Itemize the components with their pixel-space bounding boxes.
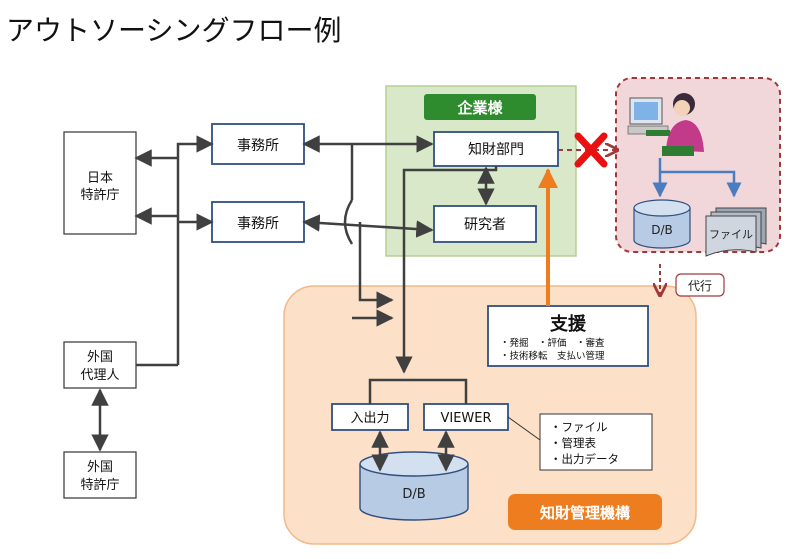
cross-mark-icon xyxy=(578,136,604,164)
foreign-agent-line2: 代理人 xyxy=(80,368,119,383)
company-title: 企業様 xyxy=(456,99,503,117)
researcher-label: 研究者 xyxy=(464,217,506,233)
support-line2: ・技術移転 支払い管理 xyxy=(500,350,605,362)
viewer-list-item: ・管理表 xyxy=(550,436,596,450)
main-db-label: D/B xyxy=(402,487,425,502)
ip-org-title: 知財管理機構 xyxy=(540,504,630,522)
main-db-cylinder xyxy=(360,452,468,520)
conn-bus-office1 xyxy=(178,144,212,365)
right-db-label: D/B xyxy=(651,223,673,237)
foreign-agent-line1: 外国 xyxy=(87,350,113,365)
agency-label: 代行 xyxy=(688,279,712,293)
viewer-list-item: ・ファイル xyxy=(550,420,608,434)
support-line1: ・発掘 ・評価 ・審査 xyxy=(500,337,605,349)
io-label: 入出力 xyxy=(350,411,389,426)
right-files-label: ファイル xyxy=(709,228,753,241)
conn-hop xyxy=(345,200,352,244)
office-2-label: 事務所 xyxy=(237,216,279,232)
support-title: 支援 xyxy=(549,313,587,335)
jpo-line1: 日本 xyxy=(87,171,113,186)
office-1-label: 事務所 xyxy=(237,138,279,154)
viewer-list-item: ・出力データ xyxy=(550,452,619,466)
foreign-po-line1: 外国 xyxy=(87,460,113,475)
jpo-line2: 特許庁 xyxy=(80,188,119,203)
viewer-label: VIEWER xyxy=(440,411,491,426)
ip-dept-label: 知財部門 xyxy=(468,141,524,158)
foreign-po-line2: 特許庁 xyxy=(80,478,119,493)
page-title: アウトソーシングフロー例 xyxy=(6,14,341,47)
